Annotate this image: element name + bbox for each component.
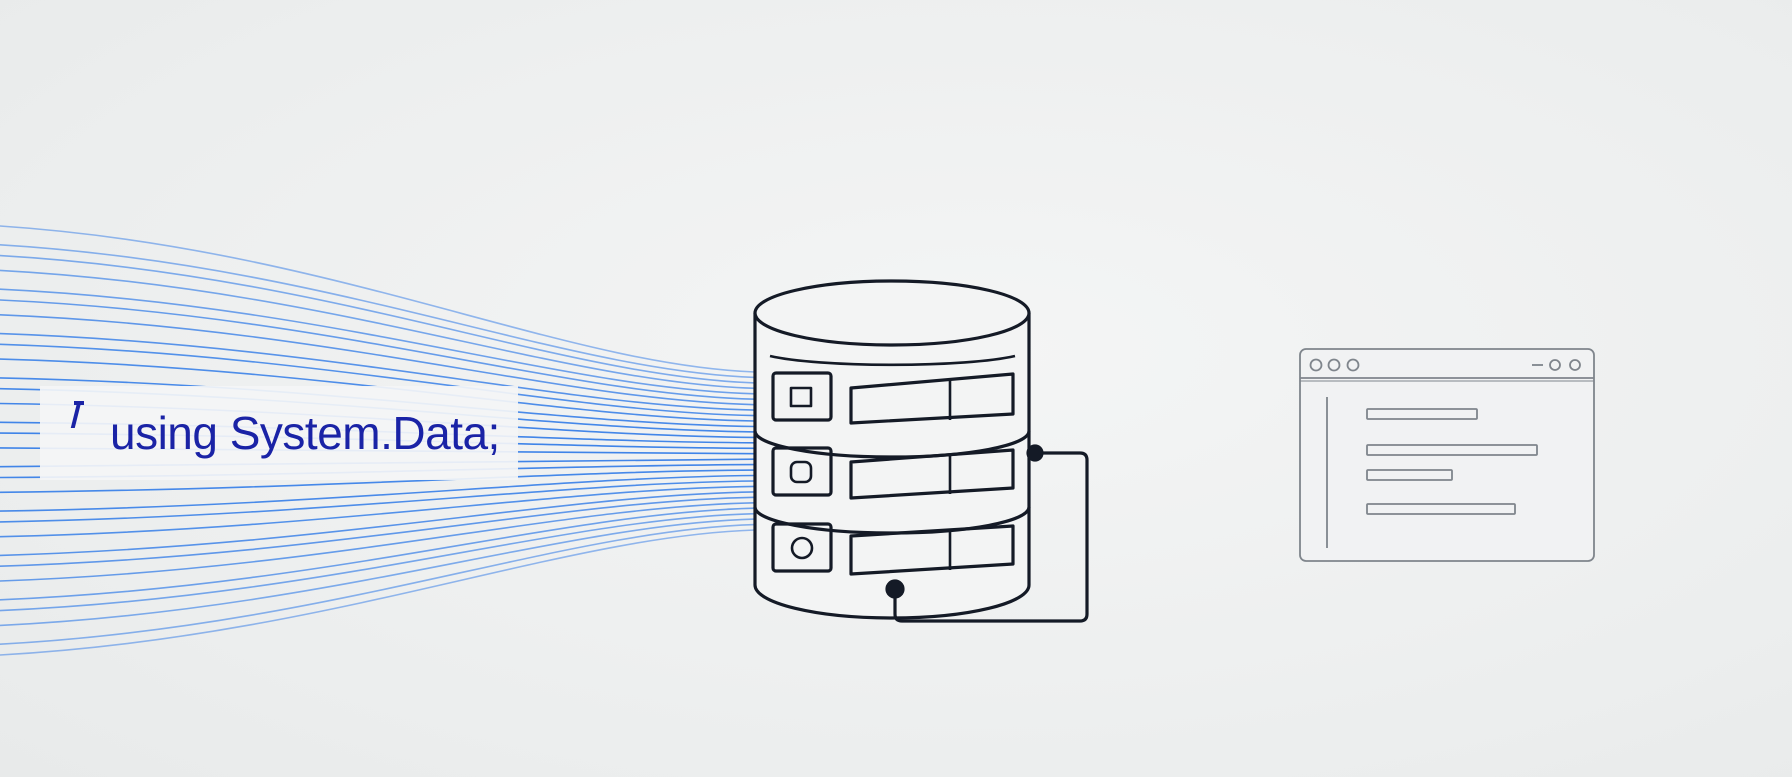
stream-line xyxy=(0,474,756,512)
stream-line xyxy=(0,469,756,494)
code-snippet-text: using System.Data; xyxy=(110,407,500,459)
stream-line xyxy=(0,518,756,627)
stream-line xyxy=(0,244,756,379)
stream-line xyxy=(0,314,756,406)
app-window-icon xyxy=(1299,348,1595,562)
database-icon xyxy=(753,279,1031,620)
stream-line xyxy=(0,288,756,395)
text-cursor-icon xyxy=(72,400,84,428)
stream-line xyxy=(0,529,756,656)
stream-line xyxy=(0,491,756,557)
window-content-bars xyxy=(1366,408,1538,515)
drive-slot-1 xyxy=(771,371,1015,425)
stream-line xyxy=(0,485,756,538)
stream-line xyxy=(0,332,756,411)
connector-line xyxy=(885,444,1089,623)
stream-line xyxy=(0,269,756,390)
stream-line xyxy=(0,254,756,384)
stream-line xyxy=(0,480,756,523)
stream-line xyxy=(0,299,756,400)
stream-line xyxy=(0,512,756,612)
drive-slot-2 xyxy=(771,446,1015,500)
window-controls-left xyxy=(1309,358,1360,372)
stream-line xyxy=(0,523,756,645)
window-controls-right xyxy=(1532,359,1581,371)
drive-slot-3 xyxy=(771,522,1015,576)
code-snippet: using System.Data; xyxy=(40,386,518,480)
stream-line xyxy=(0,507,756,601)
stream-line xyxy=(0,496,756,567)
stream-line xyxy=(0,502,756,582)
stream-line xyxy=(0,343,756,417)
stream-line xyxy=(0,225,756,373)
